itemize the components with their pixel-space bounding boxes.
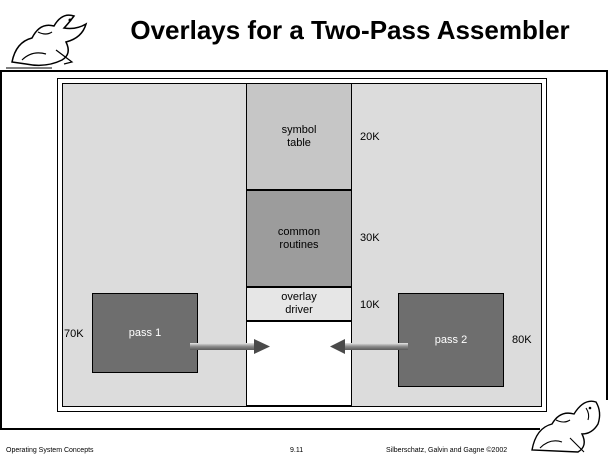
dinosaur-corner-icon — [531, 400, 601, 453]
slide-title: Overlays for a Two-Pass Assembler — [130, 15, 570, 45]
pass1-size: 70K — [64, 328, 84, 340]
common-routines-label-line1: common — [277, 225, 321, 238]
left-rule — [0, 70, 2, 430]
pass2-label: pass 2 — [434, 333, 468, 346]
footer-right: Silberschatz, Galvin and Gagne ©2002 — [386, 447, 508, 454]
symbol-table-block: symbol table — [246, 83, 352, 190]
pass1-label: pass 1 — [128, 326, 162, 339]
symbol-table-size: 20K — [360, 131, 380, 143]
symbol-table-label-line1: symbol — [281, 123, 317, 136]
common-routines-block: common routines — [246, 190, 352, 287]
footer-page-number: 9.11 — [290, 447, 304, 454]
overlay-driver-block: overlay driver — [246, 287, 352, 321]
overlay-area-block — [246, 321, 352, 406]
footer-left: Operating System Concepts — [6, 447, 94, 454]
right-rule — [606, 70, 608, 400]
common-routines-label-line2: routines — [279, 238, 319, 251]
overlay-driver-label-line1: overlay — [281, 291, 317, 303]
footer-rule — [0, 428, 540, 430]
overlay-driver-size: 10K — [360, 299, 380, 311]
symbol-table-label-line2: table — [287, 136, 311, 149]
common-routines-size: 30K — [360, 232, 380, 244]
dinosaur-logo-icon — [6, 14, 88, 69]
pass2-block: pass 2 — [398, 293, 504, 387]
header-rule — [0, 70, 608, 72]
overlay-driver-label-line2: driver — [285, 304, 313, 316]
pass1-block: pass 1 — [92, 293, 198, 373]
pass2-size: 80K — [512, 334, 532, 346]
